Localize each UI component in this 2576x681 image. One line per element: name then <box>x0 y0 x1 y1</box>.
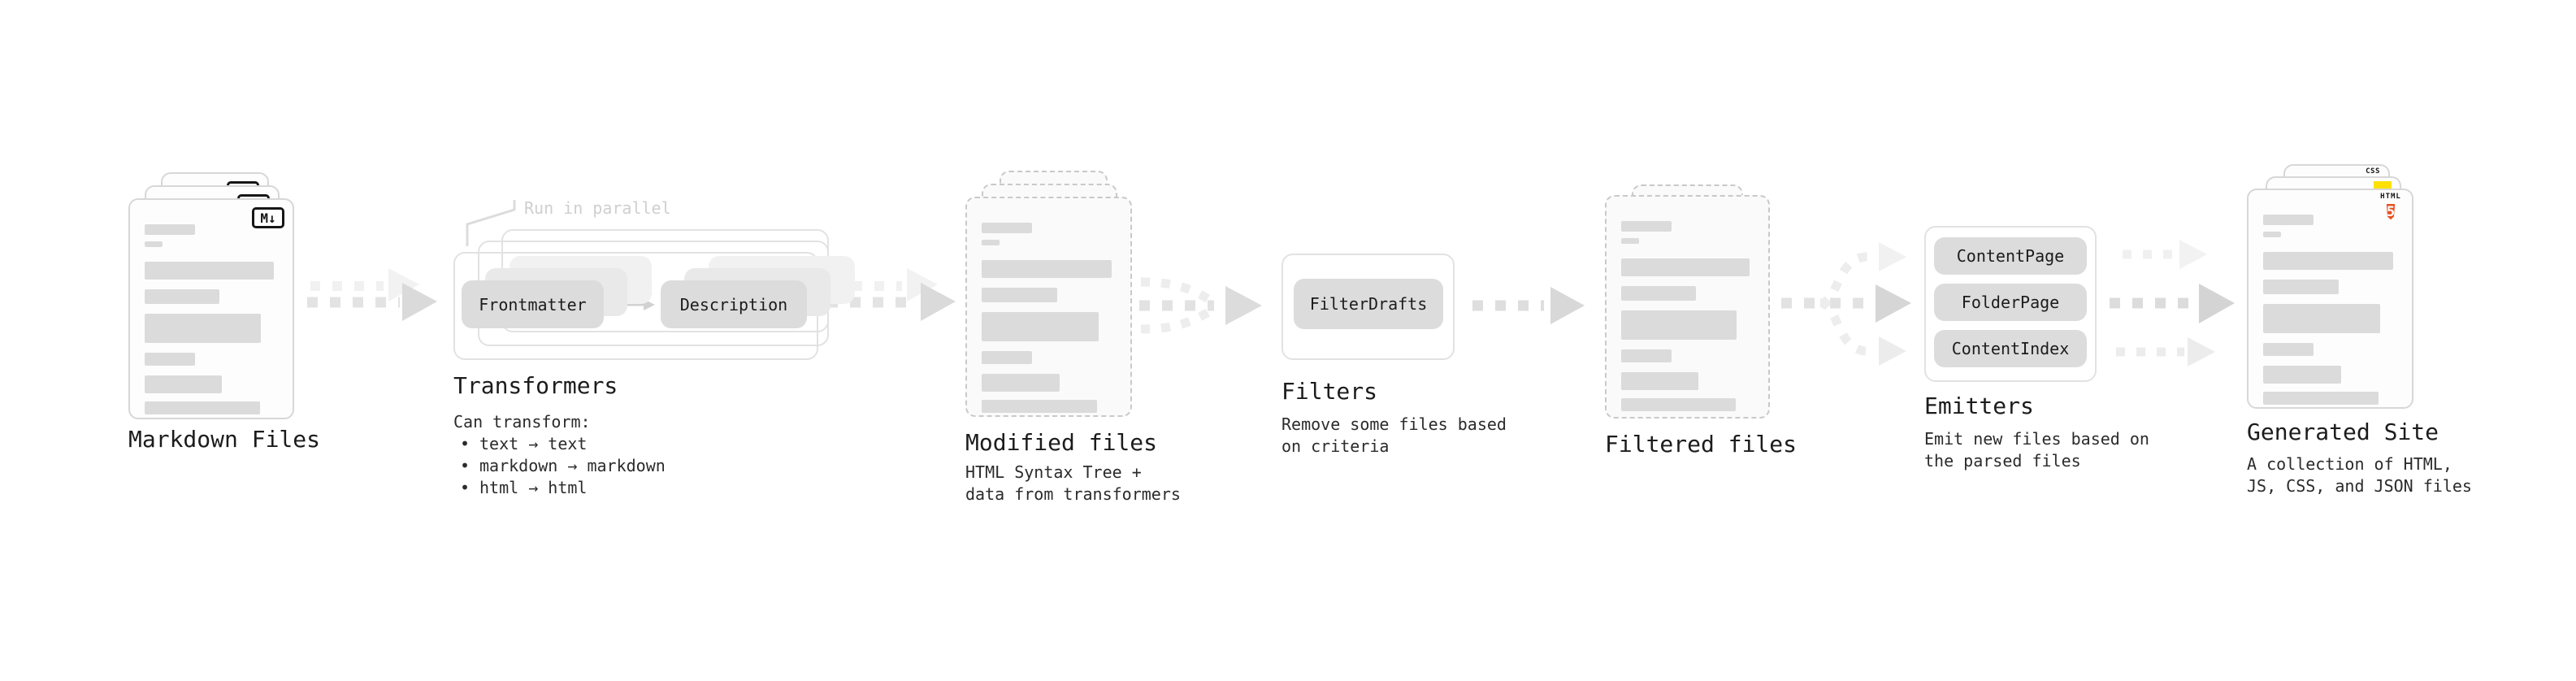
arrow-markdown-to-transformers <box>307 268 437 321</box>
stage-label-modified-files: Modified files <box>965 429 1158 456</box>
doc-placeholder-bar <box>145 224 195 235</box>
desc-line: Emit new files based on <box>1924 429 2149 449</box>
doc-placeholder-bar <box>982 400 1098 413</box>
modified-files-description: HTML Syntax Tree + data from transformer… <box>965 462 1181 505</box>
doc-placeholder-bar <box>145 401 260 414</box>
arrow-transformers-to-modified <box>827 268 956 321</box>
transformers-desc-title: Can transform: <box>453 412 591 432</box>
emitters-description: Emit new files based on the parsed files <box>1924 428 2149 472</box>
transform-bullet: • markdown → markdown <box>453 455 666 477</box>
doc-placeholder-bar <box>145 314 262 343</box>
arrow-emitters-to-generated <box>2110 240 2235 367</box>
stage-label-markdown-files: Markdown Files <box>128 426 321 453</box>
doc-placeholder-bar <box>1621 349 1672 362</box>
desc-line: data from transformers <box>965 484 1181 504</box>
folderpage-pill: FolderPage <box>1934 284 2087 321</box>
doc-placeholder-bar <box>145 262 274 280</box>
doc-placeholder-bar <box>982 288 1057 302</box>
doc-placeholder-bar <box>982 260 1112 278</box>
doc-placeholder-bar <box>1621 221 1672 232</box>
doc-placeholder-bar <box>145 289 220 304</box>
filterdrafts-pill: FilterDrafts <box>1294 279 1443 329</box>
markdown-icon: M↓ <box>252 207 284 228</box>
run-in-parallel-annotation: Run in parallel <box>524 198 671 218</box>
frontmatter-pill: Frontmatter <box>462 280 604 328</box>
bullet-text: markdown → markdown <box>479 456 666 475</box>
doc-placeholder-bar <box>1621 238 1640 244</box>
modified-file-card-front <box>965 197 1132 417</box>
bullet-dot: • <box>459 478 470 497</box>
desc-line: JS, CSS, and JSON files <box>2247 476 2472 496</box>
generated-site-description: A collection of HTML, JS, CSS, and JSON … <box>2247 453 2472 497</box>
doc-placeholder-bar <box>1621 372 1698 390</box>
doc-placeholder-bar <box>982 240 1000 245</box>
desc-line: A collection of HTML, <box>2247 454 2452 474</box>
annotation-callout-line <box>466 200 516 246</box>
filtered-file-card-front <box>1605 195 1770 419</box>
desc-line: HTML Syntax Tree + <box>965 462 1142 482</box>
doc-placeholder-bar <box>982 351 1033 364</box>
doc-placeholder-bar <box>2263 304 2380 333</box>
bullet-dot: • <box>459 456 470 475</box>
bullet-text: html → html <box>479 478 588 497</box>
stage-label-emitters: Emitters <box>1924 393 2034 419</box>
doc-placeholder-bars <box>145 224 274 414</box>
doc-placeholder-bar <box>2263 366 2341 384</box>
doc-placeholder-bar <box>145 375 223 393</box>
doc-placeholder-bar <box>2263 232 2282 237</box>
bullet-dot: • <box>459 434 470 453</box>
bullet-text: text → text <box>479 434 588 453</box>
contentindex-pill: ContentIndex <box>1934 330 2087 367</box>
doc-placeholder-bar <box>1621 258 1750 276</box>
desc-line: Remove some files based <box>1281 414 1507 434</box>
transformers-description: Can transform: • text → text • markdown … <box>453 411 666 499</box>
doc-placeholder-bar <box>2263 392 2379 405</box>
arrow-filtered-to-emitters <box>1781 242 1911 366</box>
doc-placeholder-bar <box>1621 286 1696 301</box>
doc-placeholder-bars <box>1621 221 1750 411</box>
stage-label-transformers: Transformers <box>453 372 618 399</box>
contentpage-pill: ContentPage <box>1934 237 2087 275</box>
stage-label-filters: Filters <box>1281 378 1378 405</box>
js-file-badge <box>2374 181 2392 190</box>
desc-line: on criteria <box>1281 436 1390 456</box>
doc-placeholder-bar <box>2263 280 2339 294</box>
html5-icon: HTML 5 <box>2380 193 2401 223</box>
doc-placeholder-bar <box>1621 310 1737 340</box>
doc-placeholder-bar <box>2263 215 2314 225</box>
doc-placeholder-bar <box>982 312 1099 341</box>
css-badge-label: CSS <box>2366 167 2380 176</box>
html5-word: HTML <box>2380 193 2401 201</box>
transform-bullet: • text → text <box>453 433 666 455</box>
desc-line: the parsed files <box>1924 451 2081 471</box>
doc-placeholder-bar <box>145 241 163 247</box>
doc-placeholder-bar <box>145 353 195 366</box>
html5-shield: 5 <box>2386 204 2396 220</box>
description-pill: Description <box>661 280 807 328</box>
stage-label-filtered-files: Filtered files <box>1605 431 1798 458</box>
doc-placeholder-bar <box>2263 252 2393 270</box>
doc-placeholder-bars <box>982 223 1112 413</box>
filters-description: Remove some files based on criteria <box>1281 414 1507 458</box>
doc-placeholder-bar <box>1621 398 1736 411</box>
doc-placeholder-bar <box>982 223 1033 233</box>
stage-label-generated-site: Generated Site <box>2247 419 2439 445</box>
doc-placeholder-bars <box>2263 215 2393 405</box>
arrow-modified-to-filters <box>1139 277 1262 334</box>
doc-placeholder-bar <box>2263 343 2314 356</box>
generated-html-file-card: HTML 5 <box>2247 189 2413 409</box>
doc-placeholder-bar <box>982 374 1060 392</box>
arrow-filters-to-filtered <box>1472 287 1585 324</box>
markdown-file-card-front: M↓ <box>128 198 294 419</box>
transform-bullet: • html → html <box>453 477 666 499</box>
